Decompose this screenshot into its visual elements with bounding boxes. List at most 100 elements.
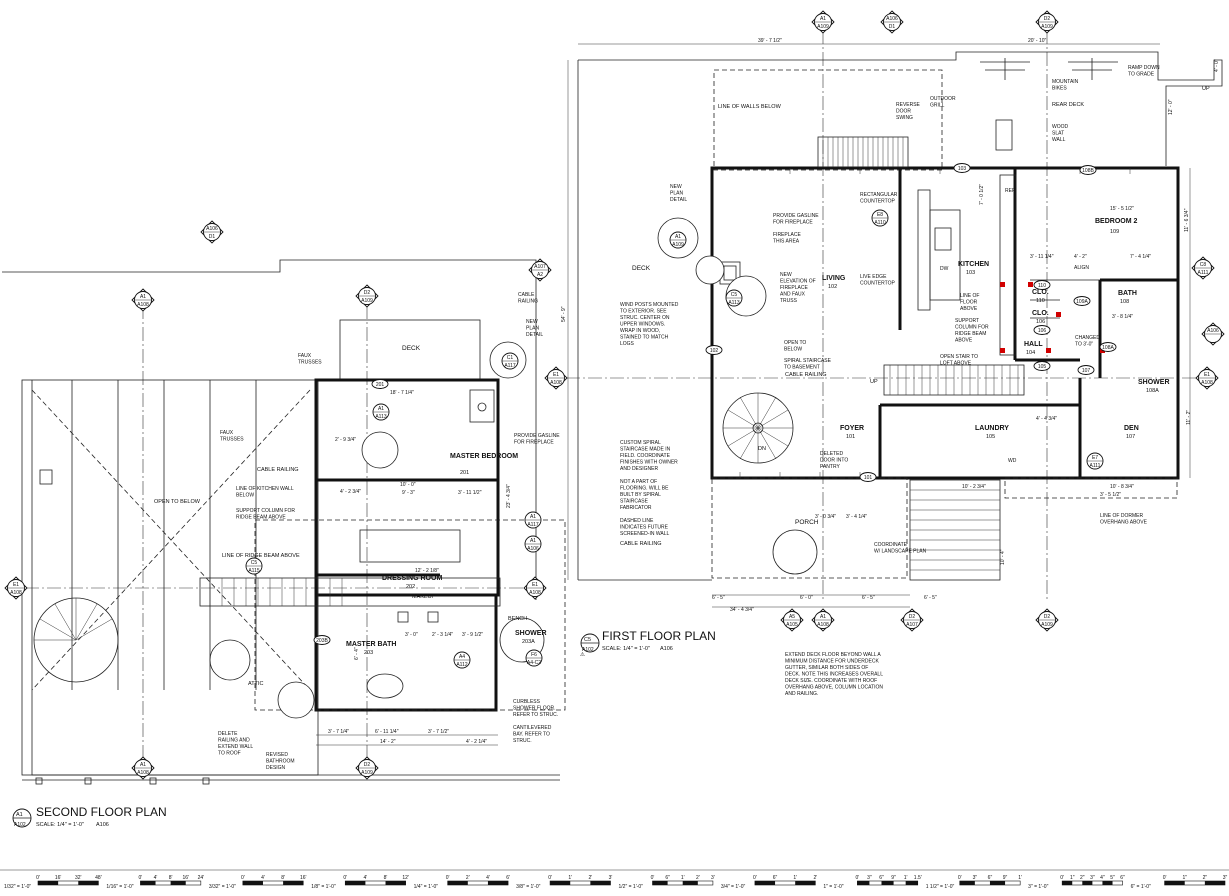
scale-bar-tick: 24' [198,875,205,881]
grid-bubble-sheet: A108 [137,302,149,308]
door-tag-106: 106 [1033,325,1051,335]
note-line-ridge: LINE OF RIDGE BEAM ABOVE [222,553,300,559]
dim-d-3-5: 3' - 5 1/2" [1100,492,1121,498]
detail-tag-num: C5 [731,292,738,298]
first-floor-scale: SCALE: 1/4" = 1'-0" [602,646,650,652]
detail-tag-num: A4 [459,654,465,660]
grid-bubble-num: C8 [1200,262,1207,268]
room-num-living: 102 [828,284,837,290]
room-num-shower1: 108A [1146,388,1159,394]
dim-d-6-5c: 6' - 5" [924,595,937,601]
scale-bar-item: 3" = 1'-0"0'1"2"3"4"5"6" [1028,875,1125,890]
room-name-clo1: CLO. [1032,289,1049,296]
grid-bubble-num: D2 [364,290,371,296]
scale-bar-tick: 3" [1090,875,1095,881]
room-name-kitchen: KITCHEN [958,261,989,268]
scale-bar-label: 6" = 1'-0" [1131,884,1151,890]
scale-bar-tick: 2' [696,875,700,881]
scale-bar-tick: 3" [867,875,872,881]
grid-bubble-sheet: A108 [10,590,22,596]
note-cable-railing-3: CABLE RAILING [257,467,299,473]
dim-d-34-4: 34' - 4 3/4" [730,607,754,613]
grid-bubble-num: A1 [140,294,146,300]
dim-d-18-7: 18' - 7 1/4" [390,390,414,396]
scale-bar-tick: 8' [384,875,388,881]
scale-bar-label: 1/32" = 1'-0" [4,884,31,890]
label-dn: DN [758,446,766,452]
room-name-hall: HALL [1024,341,1043,348]
scale-bar-tick: 0' [1060,875,1064,881]
dim-d-12-0: 12' - 0" [1168,99,1174,115]
scale-bar-label: 1/2" = 1'-0" [619,884,644,890]
room-name-dressing: DRESSING ROOM [382,575,442,582]
room-name-shower2: SHOWER [515,630,547,637]
scale-bar-tick: 1' [1018,875,1022,881]
scale-bar-label: 1" = 1'-0" [823,884,843,890]
detail-tag-sheet: A115 [248,568,260,574]
dim-d-3-8: 3' - 8 1/4" [1112,314,1133,320]
door-tag-num: 102 [710,348,719,354]
door-tag-108A: 108A [1099,342,1117,352]
dim-d-54-9: 54' - 9" [561,306,567,322]
room-name-master-bath: MASTER BATH [346,641,396,648]
label-deck-lower: DECK [632,265,651,272]
detail-tag-sheet: A106 [527,546,539,552]
dim-d-4-2b: 4' - 2 1/4" [466,739,487,745]
dim-d-4-4: 4' - 4 3/4" [1036,416,1057,422]
door-tag-105: 105 [1033,361,1051,371]
dim-d-6-5b: 6' - 5" [862,595,875,601]
dim-d-14-2: 14' - 2" [380,739,396,745]
door-tag-num: 203B [316,638,328,644]
grid-bubble-num: D2 [364,762,371,768]
grid-bubble-sheet: A109 [361,298,373,304]
dim-d-3-11: 3' - 11 1/4" [1030,254,1054,260]
room-name-shower1: SHOWER [1138,379,1170,386]
label-bench: BENCH [508,616,527,622]
dim-d-6-11: 6' - 11 1/4" [375,729,399,735]
scale-bar-tick: 9" [1003,875,1008,881]
grid-bubble-num: A1 [820,16,826,22]
scale-bar-tick: 1' [681,875,685,881]
scale-bar-tick: 0' [139,875,143,881]
scale-bar-item: 1/8" = 1'-0"0'4'8'12' [311,875,409,890]
room-num-clo1: 110 [1036,298,1045,304]
door-tag-num: 110 [1038,283,1046,289]
label-ref: REF [1005,188,1015,194]
detail-tag-sheet: A117 [527,522,539,528]
scale-bar-tick: 6" [988,875,993,881]
grid-bubble-sheet: A108 [817,622,829,628]
room-name-master-bedroom: MASTER BEDROOM [450,453,518,460]
grid-bubble-num: E1 [532,582,538,588]
label-dw: DW [940,266,949,272]
loft-stair [883,364,1025,396]
grid-bubble-num: D2 [1044,16,1051,22]
label-makeup: MAKEUP [412,594,436,600]
room-name-foyer: FOYER [840,425,864,432]
note-line-walls-below: LINE OF WALLS BELOW [718,104,782,110]
dim-d-6-5a: 6' - 5" [712,595,725,601]
grid-bubble-g17: A106 [1201,322,1225,346]
first-floor-tag-sheet: A102 [582,647,594,653]
scale-bar-tick: 0' [753,875,757,881]
scale-bar-item: 1/16" = 1'-0"0'4'8'16'24' [106,875,204,890]
scale-bar-label: 3/8" = 1'-0" [516,884,541,890]
scale-bar-tick: 1.5' [914,875,922,881]
scale-bar-tick: 0' [36,875,40,881]
grid-tag-layer: A1A109A106D1D2A109E1A108E1A108A1A108D2A1… [4,10,1225,780]
detail-tag-num: F6 [531,652,537,658]
annotation-notes: DECK DECK PORCH ATTIC BENCH MAKEUP OPEN … [154,38,1220,771]
